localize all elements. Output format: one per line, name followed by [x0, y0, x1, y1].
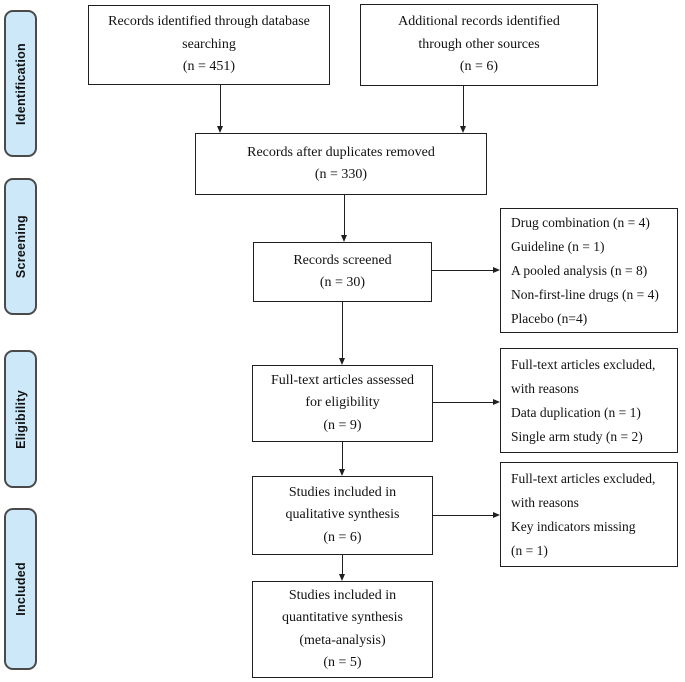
- stage-identification: Identification: [4, 10, 37, 157]
- box-fulltext-assessed-count: (n = 9): [323, 417, 362, 433]
- box-records-screened-line: Records screened: [293, 252, 392, 268]
- exclusion-item: Placebo (n=4): [511, 310, 588, 326]
- arrow-screened-to-exclusions: [432, 266, 500, 273]
- exclusion-item: Key indicators missing: [511, 518, 636, 534]
- box-duplicates-removed-count: (n = 330): [314, 167, 368, 182]
- box-quantitative-synthesis: Studies included in quantitative synthes…: [252, 581, 433, 678]
- arrow-other-sources-to-duplicates: [460, 86, 466, 133]
- box-fulltext-assessed: Full-text articles assessed for eligibil…: [252, 365, 433, 442]
- exclusion-item: Guideline (n = 1): [511, 238, 605, 254]
- box-qualitative-synthesis-count: (n = 6): [323, 529, 362, 545]
- arrow-qualitative-to-exclusions: [433, 511, 500, 518]
- exclusion-item: with reasons: [511, 494, 579, 510]
- box-screening-exclusions: Drug combination (n = 4) Guideline (n = …: [500, 208, 678, 333]
- box-other-sources-count: (n = 6): [459, 59, 499, 75]
- stage-screening: Screening: [4, 178, 37, 315]
- box-quantitative-synthesis-line: Studies included in: [288, 587, 397, 603]
- exclusion-item: Single arm study (n = 2): [511, 428, 643, 444]
- stage-included-label: Included: [13, 562, 28, 616]
- box-other-sources-line: Additional records identified: [398, 14, 560, 30]
- stage-screening-label: Screening: [13, 214, 28, 279]
- box-eligibility-exclusions: Full-text articles excluded, with reason…: [500, 348, 678, 453]
- exclusion-item: Non-first-line drugs (n = 4): [511, 286, 659, 302]
- box-fulltext-assessed-line: Full-text articles assessed: [270, 372, 415, 388]
- box-included-exclusions: Full-text articles excluded, with reason…: [500, 462, 678, 567]
- box-qualitative-synthesis: Studies included in qualitative synthesi…: [252, 476, 433, 555]
- box-database-search: Records identified through database sear…: [88, 5, 330, 85]
- box-quantitative-synthesis-line: (meta-analysis): [299, 632, 386, 648]
- exclusion-item: Full-text articles excluded,: [511, 356, 656, 372]
- box-database-search-line: searching: [182, 36, 236, 52]
- arrow-database-to-duplicates: [217, 85, 223, 133]
- stage-eligibility: Eligibility: [4, 350, 37, 488]
- box-fulltext-assessed-line: for eligibility: [305, 395, 380, 411]
- box-qualitative-synthesis-line: Studies included in: [288, 484, 397, 500]
- exclusion-item: Full-text articles excluded,: [511, 470, 656, 486]
- stage-identification-label: Identification: [13, 42, 28, 125]
- box-records-screened-count: (n = 30): [319, 275, 366, 290]
- arrow-duplicates-to-screened: [341, 195, 347, 242]
- box-database-search-count: (n = 451): [182, 59, 236, 75]
- box-other-sources-line: through other sources: [418, 36, 540, 52]
- box-duplicates-removed: Records after duplicates removed (n = 33…: [195, 133, 487, 195]
- arrow-qualitative-to-quantitative: [339, 555, 345, 581]
- stage-eligibility-label: Eligibility: [13, 389, 28, 449]
- box-duplicates-removed-line: Records after duplicates removed: [247, 144, 435, 160]
- exclusion-item: Data duplication (n = 1): [511, 404, 641, 420]
- box-other-sources: Additional records identified through ot…: [360, 4, 598, 86]
- arrow-fulltext-to-exclusions: [433, 398, 500, 405]
- box-quantitative-synthesis-count: (n = 5): [323, 654, 362, 670]
- box-qualitative-synthesis-line: qualitative synthesis: [285, 507, 400, 523]
- stage-included: Included: [4, 508, 37, 670]
- exclusion-item: A pooled analysis (n = 8): [511, 262, 648, 278]
- box-records-screened: Records screened (n = 30): [253, 242, 432, 302]
- exclusion-item: (n = 1): [511, 542, 548, 558]
- arrow-fulltext-to-qualitative: [339, 442, 345, 476]
- exclusion-item: Drug combination (n = 4): [511, 214, 650, 230]
- box-database-search-line: Records identified through database: [108, 14, 310, 30]
- exclusion-item: with reasons: [511, 380, 579, 396]
- box-quantitative-synthesis-line: quantitative synthesis: [282, 610, 403, 626]
- arrow-screened-to-fulltext: [339, 302, 345, 365]
